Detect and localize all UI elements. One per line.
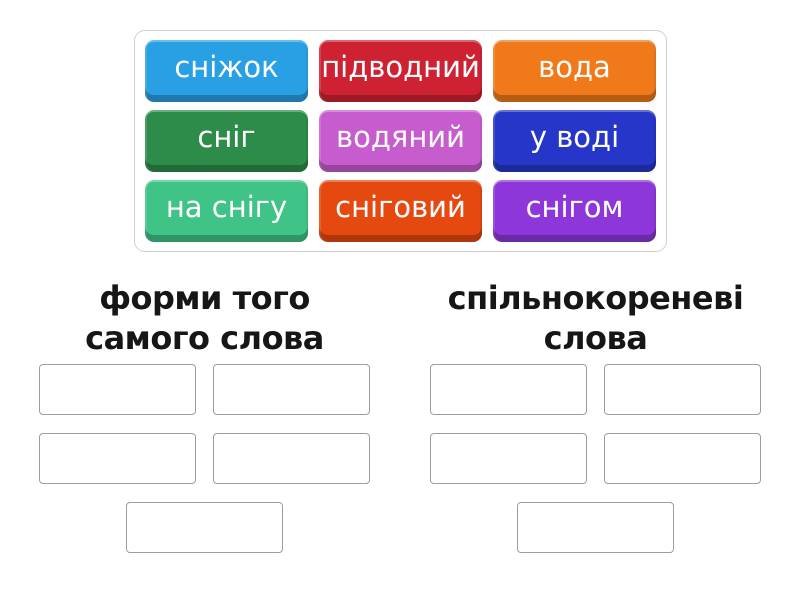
drop-slot[interactable] (430, 364, 587, 415)
word-bank: сніжок підводний вода сніг водяний у вод… (134, 30, 667, 252)
category-same-root-words: спільнокореневі слова (421, 278, 770, 553)
word-tile[interactable]: у воді (493, 110, 656, 172)
drop-slot[interactable] (517, 502, 674, 553)
category-word-forms: форми того самого слова (30, 278, 379, 553)
category-title: спільнокореневі слова (447, 279, 744, 357)
word-tile[interactable]: вода (493, 40, 656, 102)
drop-slot[interactable] (430, 433, 587, 484)
drop-slot[interactable] (126, 502, 283, 553)
drop-slot[interactable] (39, 433, 196, 484)
word-tile[interactable]: снігом (493, 180, 656, 242)
drop-slot[interactable] (39, 364, 196, 415)
word-tile[interactable]: підводний (319, 40, 482, 102)
word-tile[interactable]: сніг (145, 110, 308, 172)
drop-slot[interactable] (213, 364, 370, 415)
word-tile[interactable]: на снігу (145, 180, 308, 242)
word-tile[interactable]: сніговий (319, 180, 482, 242)
drop-slot[interactable] (604, 364, 761, 415)
category-title: форми того самого слова (85, 279, 324, 357)
drop-slot-area (421, 364, 770, 553)
drop-slot-area (30, 364, 379, 553)
word-tile[interactable]: водяний (319, 110, 482, 172)
drop-slot[interactable] (604, 433, 761, 484)
word-tile[interactable]: сніжок (145, 40, 308, 102)
drop-slot[interactable] (213, 433, 370, 484)
